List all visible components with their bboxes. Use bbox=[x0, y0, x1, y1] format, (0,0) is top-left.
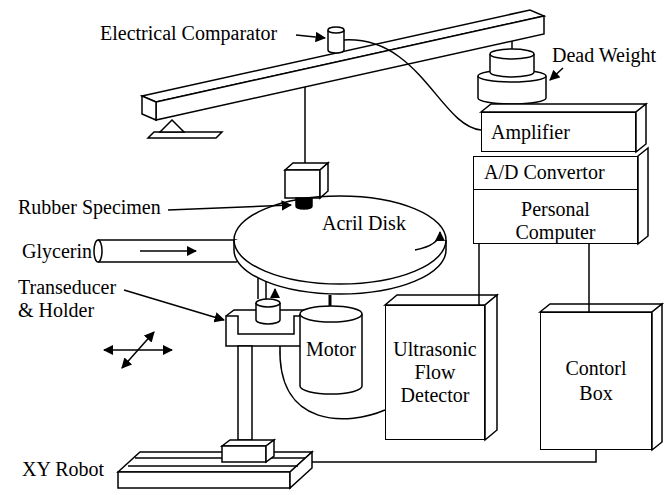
beam-end bbox=[142, 96, 156, 120]
box-side bbox=[485, 295, 497, 440]
dead-weight bbox=[478, 41, 563, 104]
cable-connector bbox=[588, 244, 590, 312]
box-label: Ultrasonic Flow Detector bbox=[386, 338, 484, 407]
box-side bbox=[652, 304, 662, 450]
motor-cylinder: Motor bbox=[298, 304, 364, 396]
disk-rim bbox=[234, 240, 446, 294]
leader-line bbox=[296, 35, 325, 38]
flow-detector-box: Ultrasonic Flow Detector bbox=[385, 305, 485, 440]
robot-rail bbox=[135, 457, 305, 459]
robot-front bbox=[118, 472, 290, 488]
robot-rail bbox=[128, 465, 298, 467]
xy-robot bbox=[118, 440, 596, 488]
disk-rim-fill bbox=[234, 240, 446, 294]
box-label: Contorl Box bbox=[556, 356, 636, 406]
pipe-end bbox=[94, 240, 102, 262]
section-heading: A/D Convertor bbox=[474, 157, 637, 190]
control-box: Contorl Box bbox=[540, 312, 652, 450]
box-top bbox=[540, 304, 662, 312]
motor-label: Motor bbox=[298, 338, 364, 361]
robot-label: XY Robot bbox=[22, 458, 104, 481]
beam-arrow bbox=[274, 289, 276, 298]
transducer-holder bbox=[104, 289, 385, 440]
box-top bbox=[481, 104, 646, 112]
slider-side bbox=[266, 440, 274, 462]
block-side bbox=[320, 163, 328, 198]
comparator-label: Electrical Comparator bbox=[100, 22, 277, 45]
box-side bbox=[638, 148, 648, 244]
disk-label: Acril Disk bbox=[322, 212, 406, 235]
box-label: Personal Computer bbox=[496, 198, 616, 244]
motor-top bbox=[300, 306, 362, 322]
specimen-holder bbox=[168, 87, 328, 210]
pivot-base bbox=[148, 132, 222, 138]
comparator bbox=[296, 27, 481, 130]
amplifier-box: Amplifier bbox=[481, 112, 636, 152]
disk-outline bbox=[232, 195, 448, 297]
box-depth-faces bbox=[385, 104, 662, 450]
slider-front bbox=[222, 446, 266, 462]
pipe-wall bbox=[98, 240, 236, 262]
transducer-face bbox=[256, 299, 280, 307]
leader-line bbox=[124, 290, 224, 320]
box-side bbox=[636, 104, 646, 152]
glycerin-label: Glycerin bbox=[22, 240, 92, 263]
transducer-label: Transeducer & Holder bbox=[18, 276, 122, 322]
weight-upper-top bbox=[490, 49, 534, 59]
block-front bbox=[285, 170, 320, 198]
computer-box: A/D ConvertorPersonal Computer bbox=[473, 156, 638, 244]
comparator-top bbox=[328, 27, 344, 33]
signal-wire bbox=[344, 40, 481, 130]
holder-arm bbox=[238, 346, 252, 440]
holder-front bbox=[226, 316, 306, 346]
box-top bbox=[385, 295, 497, 305]
disk-face bbox=[234, 196, 446, 284]
cable-connector bbox=[478, 244, 480, 305]
load-rod bbox=[304, 87, 306, 163]
robot-top bbox=[118, 452, 312, 472]
leader-line bbox=[550, 68, 563, 80]
acrylic-disk: Acril Disk bbox=[232, 195, 448, 297]
weight-label: Dead Weight bbox=[552, 44, 656, 67]
box-label: Amplifier bbox=[491, 121, 570, 144]
flow-arrow bbox=[140, 250, 196, 252]
motion-arrow bbox=[122, 332, 154, 368]
rotation-arrow bbox=[415, 232, 440, 250]
pivot-edge bbox=[160, 120, 184, 132]
specimen-label: Rubber Specimen bbox=[18, 196, 161, 219]
control-wire bbox=[312, 450, 596, 462]
